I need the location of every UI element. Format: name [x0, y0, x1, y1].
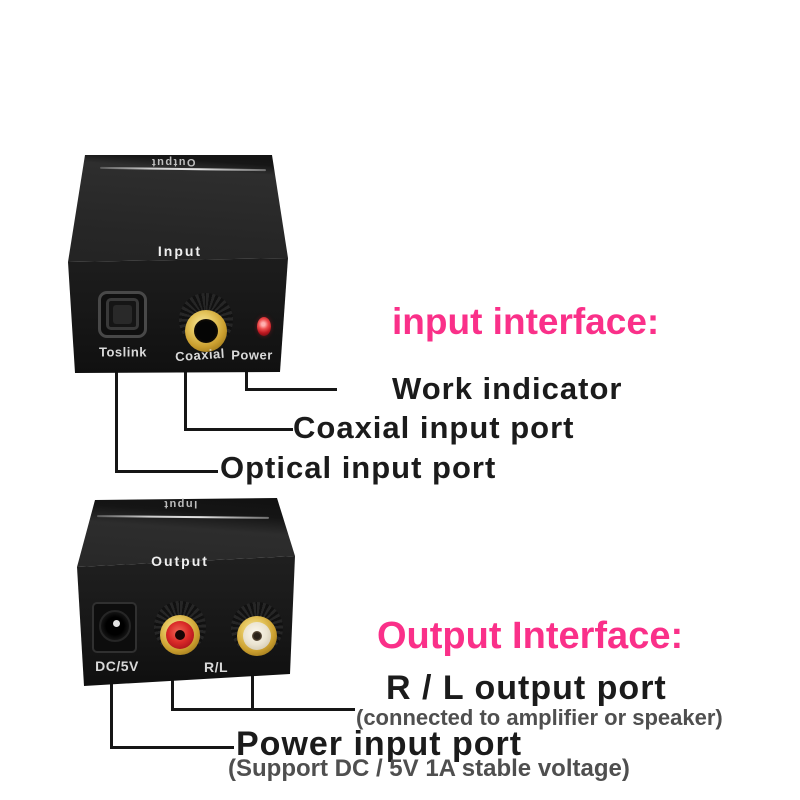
power-input-note: (Support DC / 5V 1A stable voltage): [228, 755, 630, 782]
rca-white-insulator: [243, 622, 271, 650]
converter-output-side: Input Output DC/5V R/L: [76, 494, 298, 688]
device-top-face: [77, 498, 295, 567]
connector-rca-white-vertical: [251, 674, 254, 711]
power-input-label: Power input port: [236, 725, 523, 763]
connector-coaxial-horizontal: [184, 428, 293, 431]
coaxial-port-hole: [194, 319, 218, 343]
connector-dc-horizontal: [110, 746, 234, 749]
connector-optical-horizontal: [115, 470, 218, 473]
connector-rca-horizontal: [171, 708, 355, 711]
rl-output-note: (connected to amplifier or speaker): [356, 705, 723, 730]
output-interface-heading: Output Interface:: [377, 615, 684, 657]
rca-white-port: [237, 616, 277, 656]
coaxial-rca-port: [185, 310, 227, 352]
connector-power-led-horizontal: [245, 388, 337, 391]
dc-jack-label: DC/5V: [95, 658, 139, 674]
rca-red-insulator: [166, 621, 194, 649]
optical-input-label: Optical input port: [220, 450, 497, 485]
rca-red-hole: [175, 630, 185, 640]
device-face-label: Output: [151, 553, 209, 569]
dc-power-jack: [92, 602, 137, 653]
toslink-optical-port: [98, 291, 147, 338]
connector-optical-vertical: [115, 372, 118, 473]
toslink-inner-frame: [106, 298, 139, 330]
connector-coaxial-vertical: [184, 372, 187, 431]
rca-white-hole: [252, 631, 262, 641]
dc-jack-pin: [113, 620, 120, 627]
rca-pair-label: R/L: [203, 659, 229, 675]
rl-output-label: R / L output port: [386, 669, 667, 707]
connector-dc-vertical: [110, 678, 113, 749]
power-led: [257, 317, 271, 336]
toslink-port-label: Toslink: [98, 344, 148, 360]
device-top-face: [68, 155, 288, 262]
input-interface-heading: input interface:: [392, 301, 660, 342]
connector-rca-red-vertical: [171, 676, 174, 711]
dc-jack-socket: [99, 610, 131, 642]
device-face-label: Input: [157, 243, 203, 259]
power-led-label: Power: [231, 347, 273, 363]
device-back-edge-label: Output: [150, 156, 196, 168]
rca-red-port: [160, 615, 200, 655]
connector-power-led-vertical: [245, 372, 248, 391]
device-back-edge-label: Input: [162, 498, 198, 510]
coaxial-input-label: Coaxial input port: [293, 410, 575, 445]
converter-input-side: Output Input Toslink Coaxial Power: [66, 150, 290, 374]
toslink-shutter: [113, 305, 132, 324]
work-indicator-label: Work indicator: [392, 371, 623, 406]
